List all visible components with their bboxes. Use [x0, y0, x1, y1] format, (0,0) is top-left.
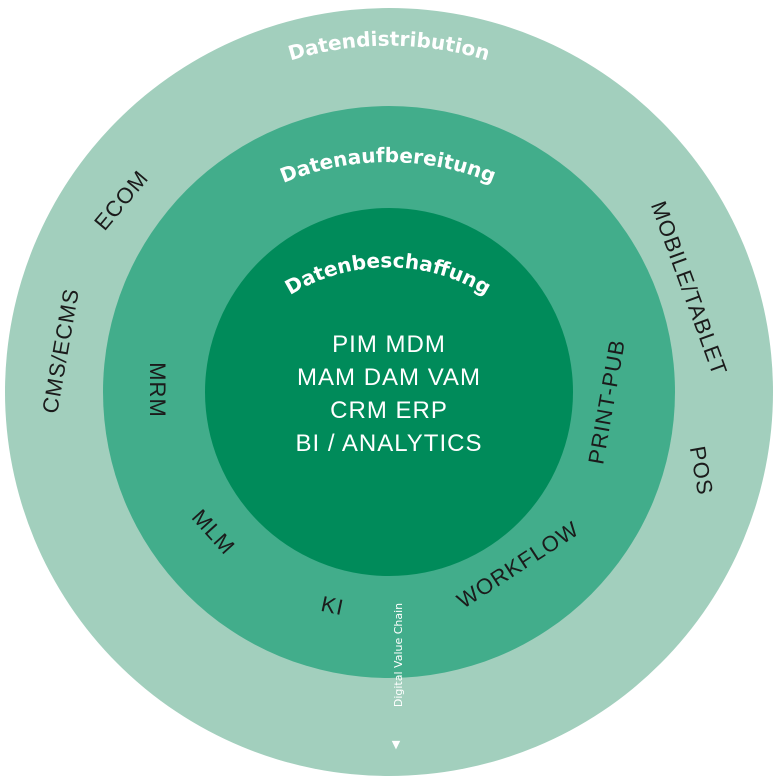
value-chain-label: Digital Value Chain [392, 603, 405, 707]
core-line-2: MAM DAM VAM [297, 364, 481, 391]
label-mrm: MRM [145, 362, 170, 418]
core-line-4: BI / ANALYTICS [296, 430, 483, 457]
core-line-3: CRM ERP [330, 397, 448, 424]
value-chain-arrow-icon: ▼ [392, 738, 401, 751]
inner-circle-acquisition [205, 208, 573, 576]
label-ki: KI [319, 591, 346, 620]
core-line-1: PIM MDM [332, 331, 446, 358]
